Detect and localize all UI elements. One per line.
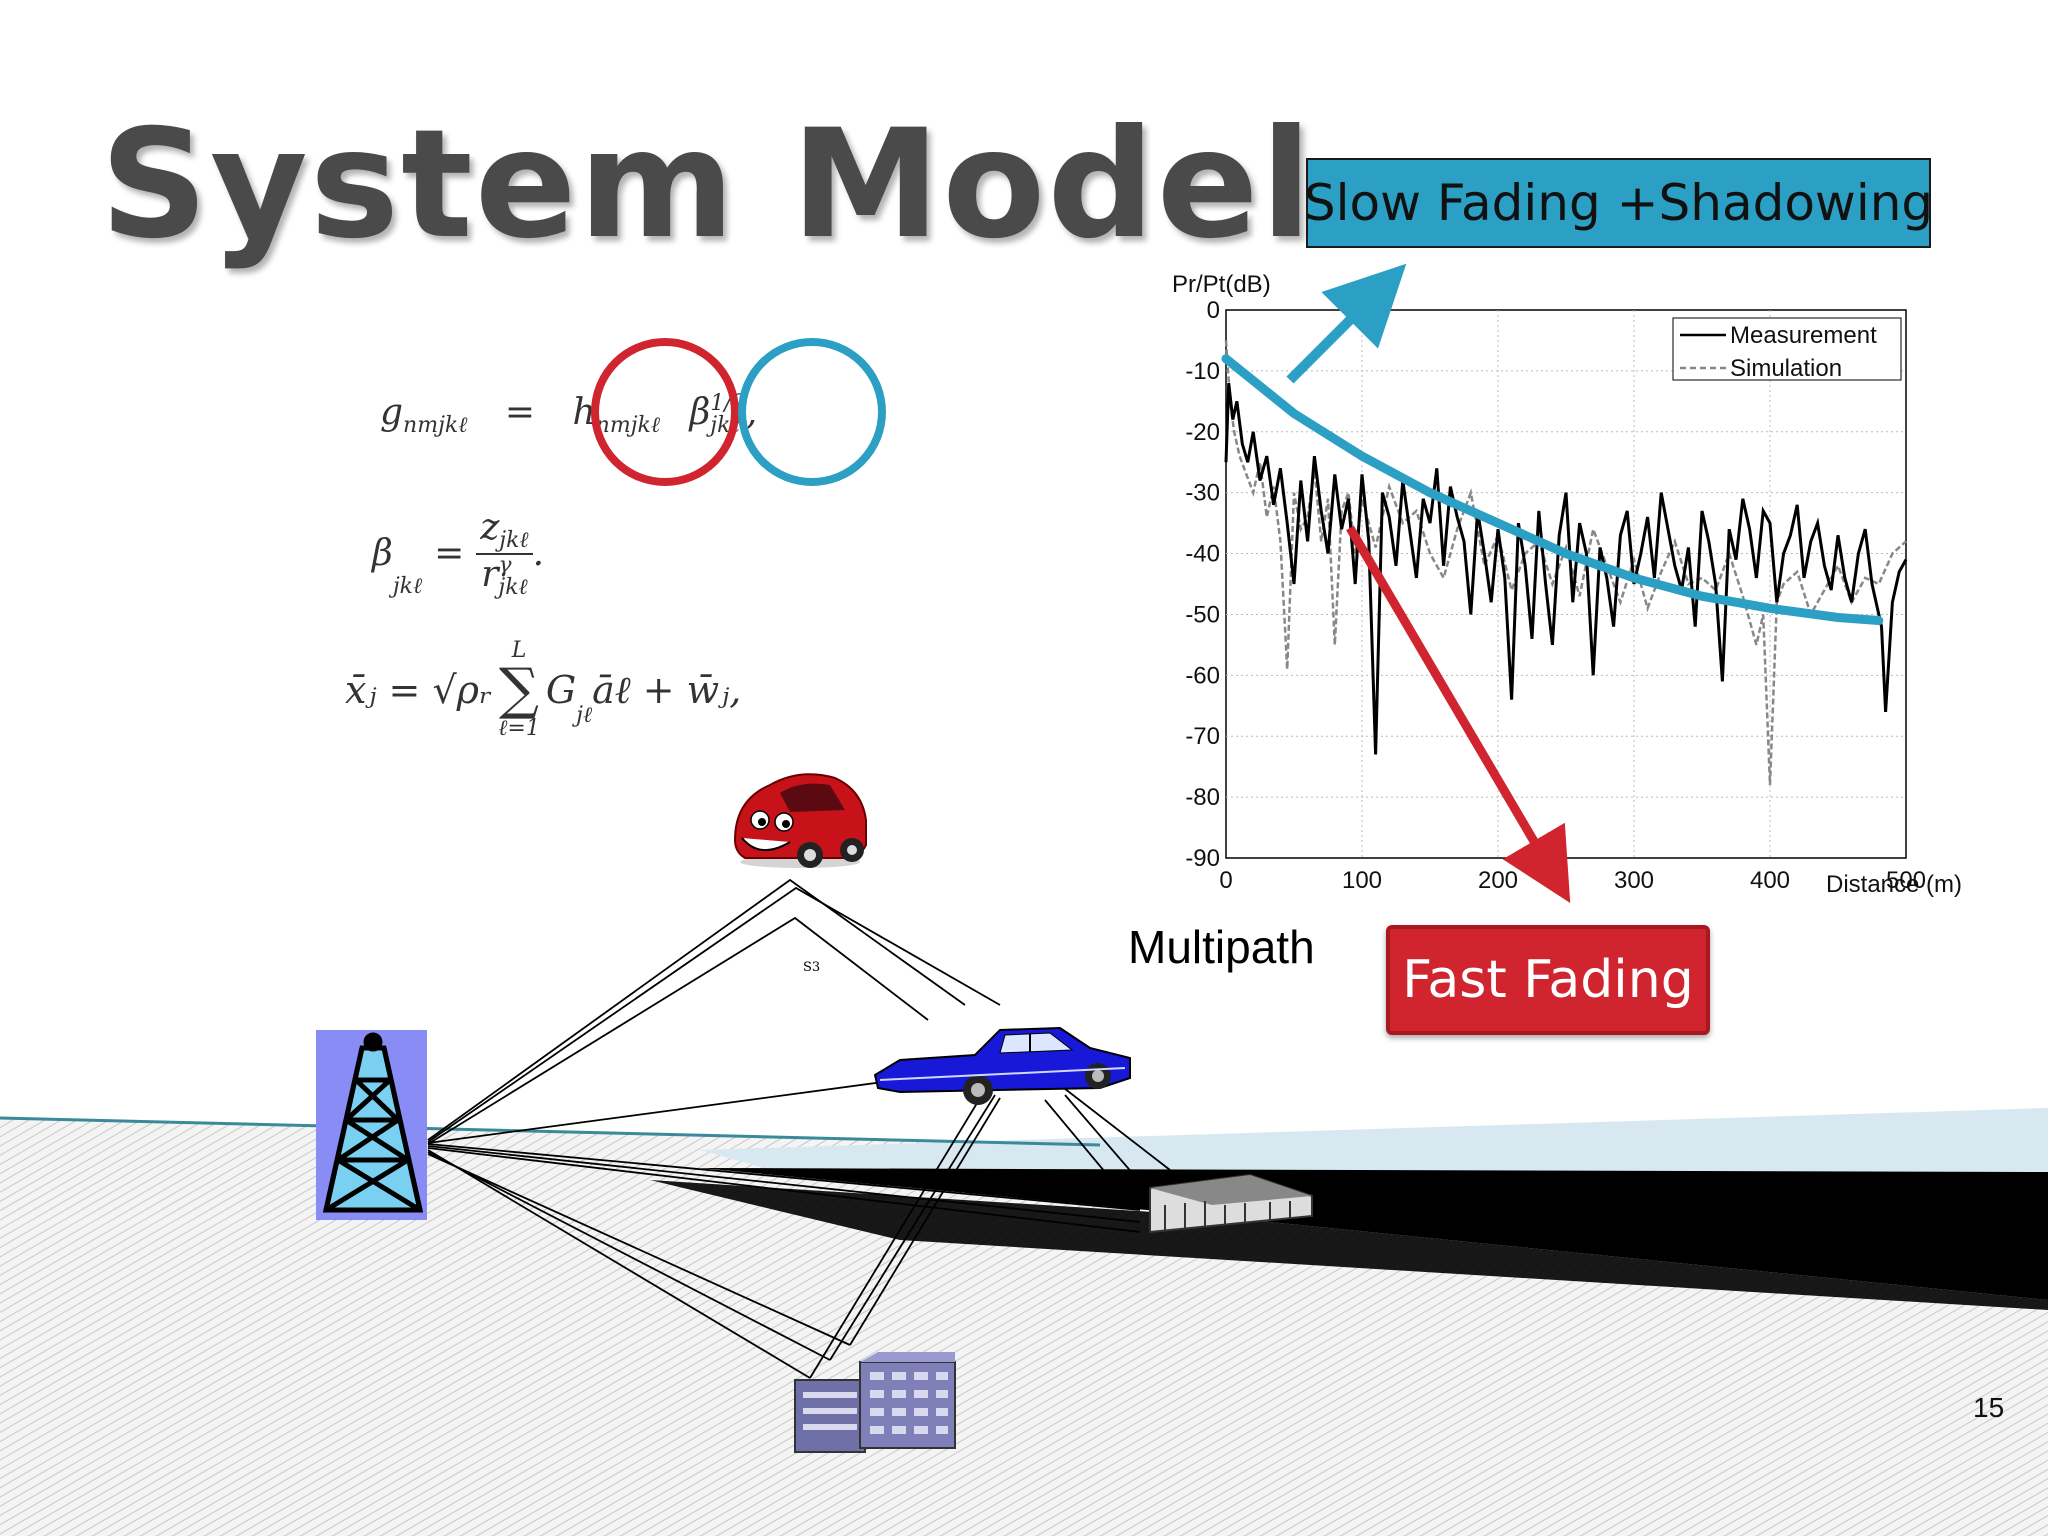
road-lower [650,1180,2048,1310]
x-tick-label: 400 [1750,867,1790,894]
y-tick-label: -30 [1185,480,1220,507]
red-car-icon [733,773,867,868]
y-tick-label: -90 [1185,845,1220,872]
path-tower-building-1 [427,1143,1141,1211]
sky-band [700,1108,2048,1178]
eq-g-equals: = [504,392,536,433]
y-tick-label: -70 [1185,723,1220,750]
series-line-measurement [1224,382,1908,755]
eq-beta-lhs-sub: jkℓ [392,574,423,600]
path-tower-redcar-3 [427,916,929,1145]
eq-x-rhs-sub: jℓ [576,703,593,728]
horizon-line [0,1116,1101,1147]
path-tower-bottom-building-1 [427,1149,811,1379]
eq-g-lhs: g [380,392,404,433]
eq-beta-den: r [481,554,499,596]
blue-highlight-circle [738,338,886,486]
path-tower-building-2 [427,1145,1141,1223]
y-tick-label: -20 [1185,419,1220,446]
legend-label-measurement: Measurement [1730,322,1877,349]
path-building-bluecar-3 [1044,1099,1121,1191]
eq-x-text: x̄ⱼ = √ρᵣ [345,668,493,712]
eq-g-comma: , [745,392,758,433]
y-tick-label: -60 [1185,662,1220,689]
y-tick-label: -10 [1185,358,1220,385]
eq-x-rhs: G [545,668,577,712]
eq-x-rhs-rest: āℓ + w̄ⱼ, [592,667,742,712]
slow-fading-trend-curve [1221,354,1884,626]
red-highlight-circle [591,338,739,486]
eq-x-sum-top: L [511,638,527,663]
chart-ylabel: Pr/Pt(dB) [1172,271,1271,298]
eq-beta-den-sub: jkℓ [498,575,528,601]
fast-fading-label: Fast Fading [1386,925,1710,1035]
path-bottom-building-bluecar-1 [809,1089,986,1379]
equation-highlights [591,338,886,486]
chart-legend: Measurement Simulation [1672,317,1902,382]
path-tower-redcar-2 [427,886,1001,1143]
eq-g-lhs-sub: nmjkℓ [403,413,468,439]
path-bottom-building-bluecar-3 [849,1097,1001,1346]
eq-beta-lhs: β [372,533,393,575]
blue-car-icon [873,1026,1131,1105]
path-bottom-building-bluecar-2 [829,1094,996,1361]
legend-box [1672,317,1902,381]
path-building-bluecar-1 [1059,1084,1171,1171]
chart-plot-area [1225,309,1907,859]
y-tick-label: -80 [1185,784,1220,811]
x-tick-label: 0 [1219,867,1232,894]
y-tick-label: -40 [1185,541,1220,568]
eq-g-beta: β [689,392,711,433]
eq-x-sum-bottom: ℓ=1 [498,716,540,741]
path-tower-building-3 [427,1147,1141,1233]
path-tower-bluecar-direct [427,1079,899,1144]
y-tick-label: 0 [1207,297,1220,324]
path-tower-bottom-building-3 [427,1153,851,1346]
eq-beta-num-sub: jkℓ [499,528,529,554]
eq-beta-period: . [532,533,545,575]
chart-xlabel: Distance (m) [1826,871,1962,898]
road-wedge [700,1168,2048,1300]
bottom-building-icon [794,1352,956,1453]
eq-x-sum: ∑ [499,657,539,722]
y-tick-label: -50 [1185,601,1220,628]
tower-icon [316,1030,427,1220]
slide-title: System Model [100,98,1314,272]
eq-beta-den-sup: γ [498,553,512,579]
series-line-simulation [1224,340,1907,785]
page-number: 15 [1973,1392,2005,1423]
eq-g-h: h [572,392,596,433]
eq-g-h-sub: nmjkℓ [595,413,661,439]
path-tower-bottom-building-2 [427,1151,831,1361]
eq-beta-num: z [480,507,500,548]
right-building-icon [1149,1173,1313,1234]
multipath-label: Multipath [1128,921,1315,973]
x-tick-label: 500 [1886,867,1926,894]
path-tower-redcar-1 [427,878,966,1141]
eq-beta-equals: = [434,533,465,575]
signal-paths [427,878,1171,1379]
s3-label: S3 [803,960,821,975]
x-tick-label: 300 [1614,867,1654,894]
legend-label-simulation: Simulation [1730,355,1842,382]
path-building-bluecar-2 [1064,1094,1141,1183]
slow-fading-label: Slow Fading +Shadowing [1304,158,1933,248]
